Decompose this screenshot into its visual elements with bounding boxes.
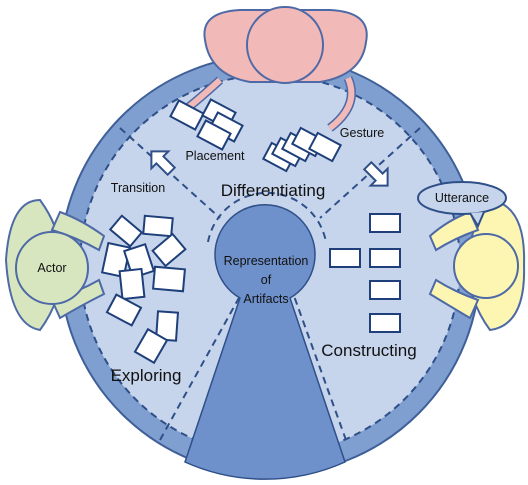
label-constructing: Constructing [321,341,416,360]
divider-left [119,127,221,219]
label-differentiating: Differentiating [221,181,326,200]
label-utterance: Utterance [435,191,489,205]
divider-lower-left [159,295,241,441]
actor-left-figure [4,198,106,332]
utterance-bubble [417,181,507,229]
divider-right [319,127,421,219]
label-gesture: Gesture [340,126,385,140]
cards-placement-cluster [169,98,244,151]
center-region [184,204,346,480]
label-of: of [261,273,272,287]
cards-gesture-cluster [261,126,343,173]
cards-constructing-grid [329,213,401,333]
label-transition: Transition [111,181,165,195]
constructing-arrow-icon [362,160,389,187]
placement-arrow-icon [150,150,177,177]
actor-right-figure [428,198,526,332]
label-artifacts: Artifacts [243,292,288,306]
cards-exploring-scatter [100,214,187,365]
label-placement: Placement [185,149,245,163]
divider-lower-right [293,295,347,441]
label-representation: Representation [224,254,309,268]
label-exploring: Exploring [111,366,182,385]
label-actor: Actor [37,261,66,275]
